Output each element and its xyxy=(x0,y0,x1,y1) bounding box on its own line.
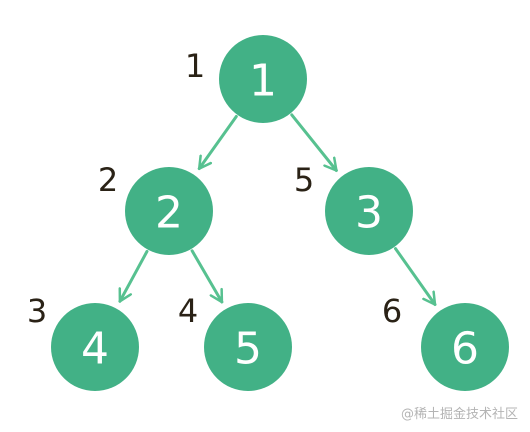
node-circle xyxy=(125,167,213,255)
node-circle xyxy=(219,35,307,123)
edge-n2-to-n5 xyxy=(190,249,224,304)
node-circle xyxy=(421,303,509,391)
node-label: 6 xyxy=(451,324,479,375)
watermark-text: @稀土掘金技术社区 xyxy=(401,406,518,422)
tree-node-n5: 5 xyxy=(204,303,292,391)
node-circle xyxy=(204,303,292,391)
node-circle xyxy=(325,167,413,255)
tree-node-n4: 4 xyxy=(51,303,139,391)
node-label: 3 xyxy=(355,188,383,239)
tree-node-n1: 1 xyxy=(219,35,307,123)
tree-node-n2: 2 xyxy=(125,167,213,255)
node-label: 1 xyxy=(249,56,277,107)
visit-order-label-n2: 2 xyxy=(98,161,118,199)
visit-order-label-n1: 1 xyxy=(185,47,205,85)
node-label: 5 xyxy=(234,324,262,375)
visit-order-label-n3: 5 xyxy=(294,161,314,199)
tree-node-n6: 6 xyxy=(421,303,509,391)
order-labels-layer: 1 2 5 3 4 6 xyxy=(27,47,402,330)
tree-node-n3: 3 xyxy=(325,167,413,255)
visit-order-label-n6: 6 xyxy=(382,292,402,330)
edge-n3-to-n6 xyxy=(394,247,437,306)
edge-n1-to-n2 xyxy=(197,115,238,171)
visit-order-label-n5: 4 xyxy=(178,292,198,330)
node-label: 2 xyxy=(155,188,183,239)
edge-n1-to-n3 xyxy=(290,113,338,172)
node-label: 4 xyxy=(81,324,109,375)
node-circle xyxy=(51,303,139,391)
edge-n2-to-n4 xyxy=(118,249,149,303)
visit-order-label-n4: 3 xyxy=(27,292,47,330)
edges-layer xyxy=(118,113,437,306)
